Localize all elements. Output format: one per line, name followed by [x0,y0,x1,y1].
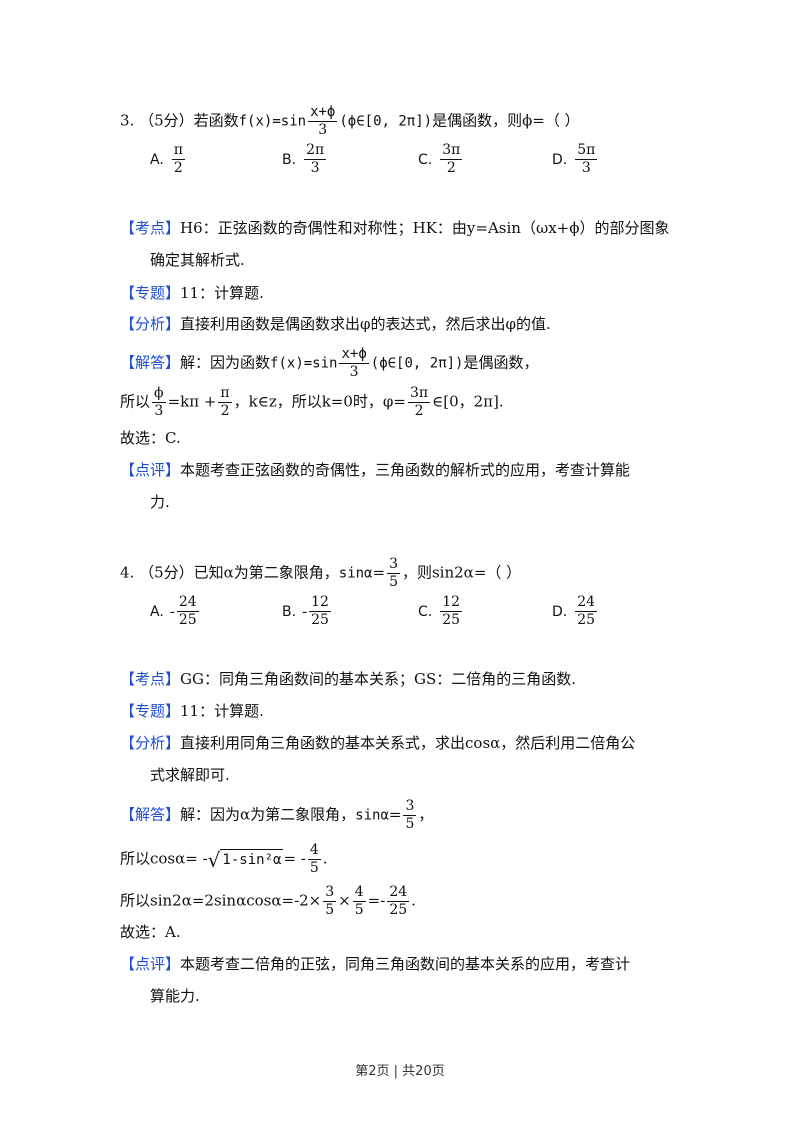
q4-fenxi: 【分析】直接利用同角三角函数的基本关系式，求出cosα，然后利用二倍角公 [120,734,636,752]
q3-kaodian: 【考点】H6：正弦函数的奇偶性和对称性；HK：由y=Asin（ωx+ϕ）的部分图… [120,219,670,237]
q3-kaodian-cont: 确定其解析式. [150,251,245,269]
q4-answer: 故选：A. [120,923,181,941]
page-footer: 第2页 | 共20页 [355,1064,445,1079]
q3-fenxi: 【分析】直接利用函数是偶函数求出φ的表达式，然后求出φ的值. [120,315,551,333]
q4-kaodian: 【考点】GG：同角三角函数间的基本关系；GS：二倍角的三角函数. [120,670,577,688]
q3-dianping-cont: 力. [150,493,170,511]
q4-dianping-cont: 算能力. [150,987,200,1005]
q4-zhuanti: 【专题】11：计算题. [120,702,264,720]
q4-fenxi-cont: 式求解即可. [150,766,230,784]
q3-answer: 故选：C. [120,429,181,447]
q4-dianping: 【点评】本题考查二倍角的正弦，同角三角函数间的基本关系的应用，考查计 [120,955,631,973]
q3-zhuanti: 【专题】11：计算题. [120,284,264,302]
q3-dianping: 【点评】本题考查正弦函数的奇偶性，三角函数的解析式的应用，考查计算能 [120,461,631,479]
